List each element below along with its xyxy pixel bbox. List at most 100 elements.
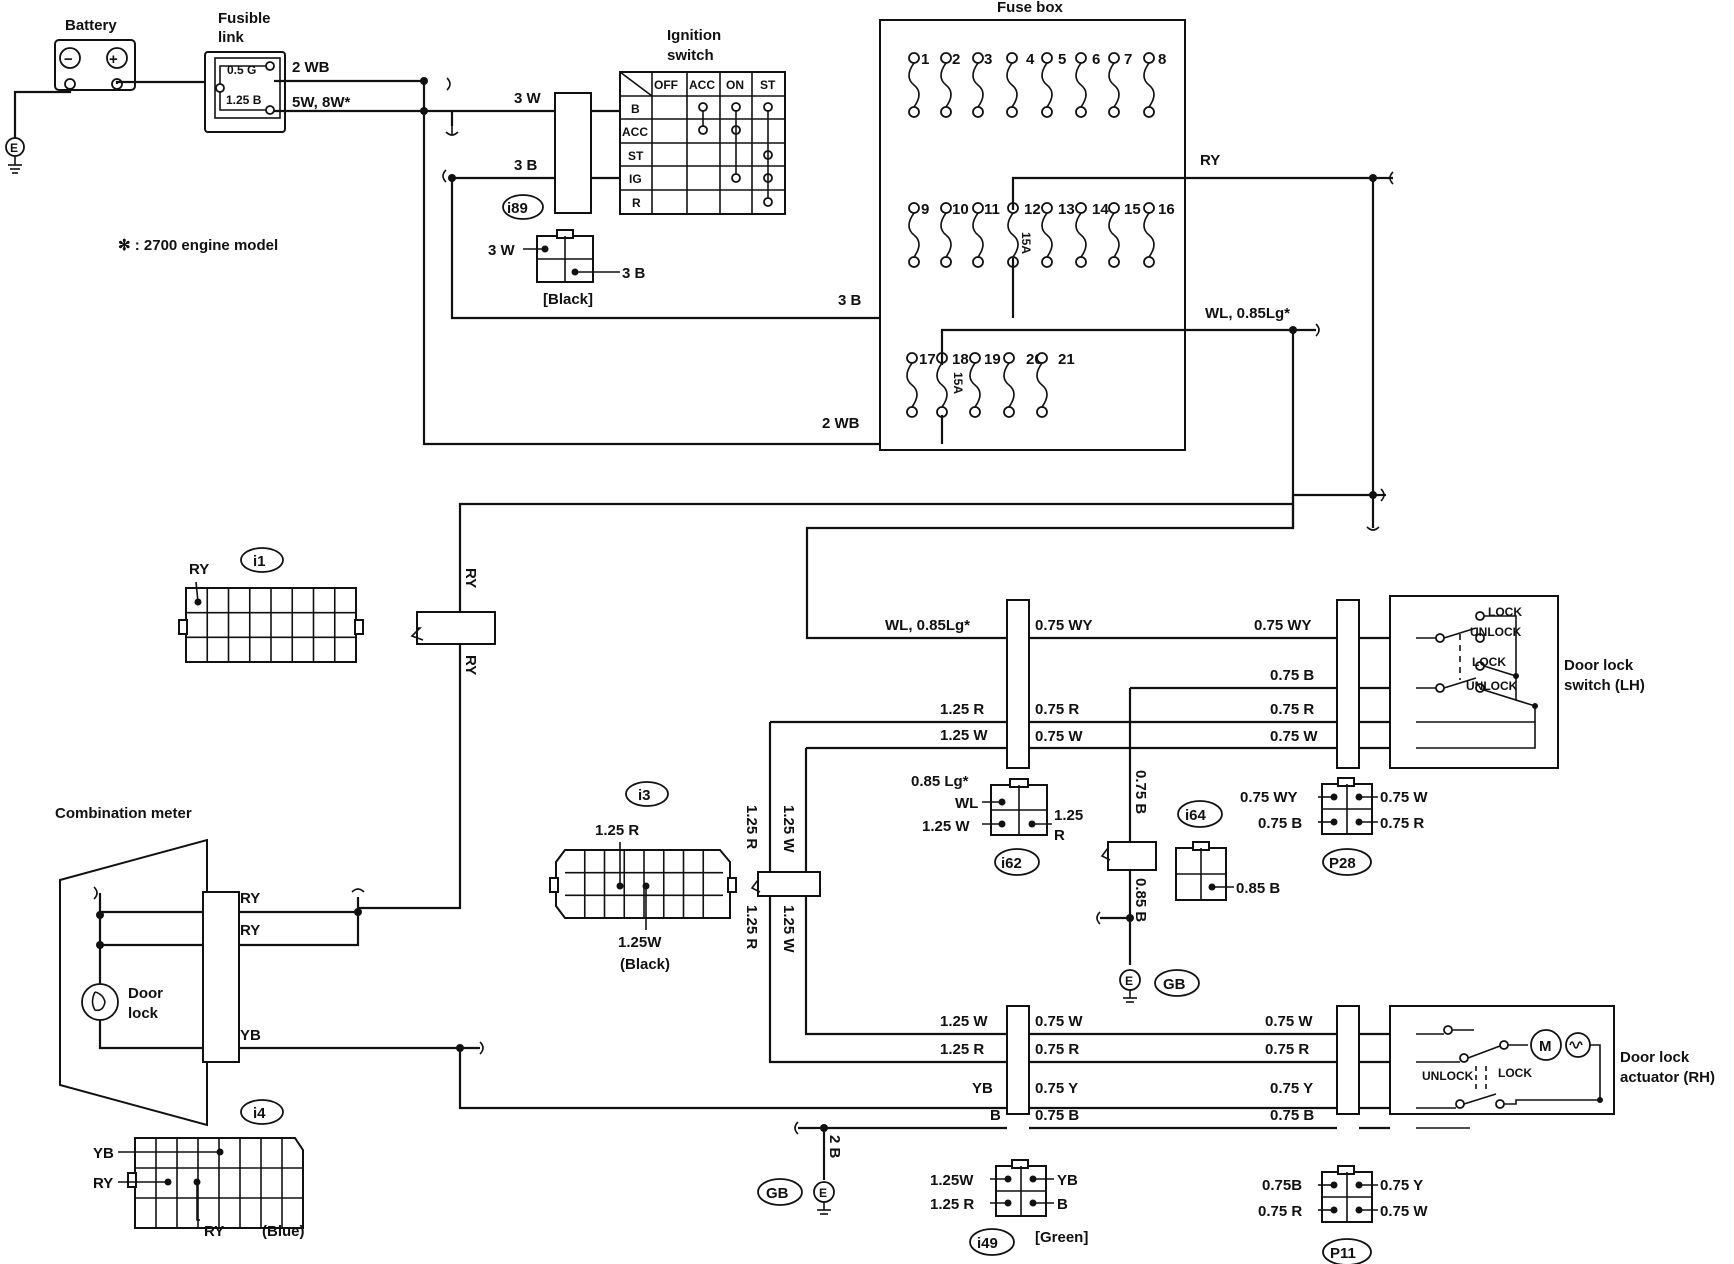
- fuse-15: [1108, 202, 1120, 268]
- svg-text:E: E: [10, 141, 18, 155]
- svg-text:2: 2: [952, 51, 960, 68]
- ignition-switch: Ignition switch OFF ACC ON ST B ACC ST I…: [619, 27, 786, 215]
- fuse-19: [969, 352, 981, 418]
- connector-p11: 0.75B 0.75 R 0.75 Y 0.75 W P11: [1258, 1165, 1428, 1264]
- connector-i49-bar: [1006, 1005, 1030, 1115]
- ignition-row-ig: IG: [629, 172, 642, 186]
- connector-i62-name: i62: [1001, 855, 1022, 872]
- wire-ry-vertical-2: RY: [462, 655, 479, 675]
- battery-plus: +: [109, 51, 118, 68]
- low-wire-075w-b: 0.75 W: [1265, 1013, 1313, 1030]
- low-wire-075y-b: 0.75 Y: [1270, 1080, 1313, 1097]
- low-wire-b: B: [990, 1107, 1001, 1124]
- switch-unlock-label-1: UNLOCK: [1470, 625, 1522, 639]
- connector-i49: 1.25W 1.25 R YB B i49 [Green]: [930, 1159, 1088, 1256]
- fuse-box-title: Fuse box: [997, 0, 1064, 16]
- ignition-title-1: Ignition: [667, 27, 721, 44]
- ignition-title-2: switch: [667, 47, 714, 64]
- wire-3b-lower: 3 B: [838, 292, 862, 309]
- mid-wire-v-125r-b: 1.25 R: [743, 905, 760, 949]
- connector-i89-color: [Black]: [543, 291, 593, 308]
- wire-2wb-top: 2 WB: [292, 59, 330, 76]
- connector-p28-l2: 0.75 B: [1258, 815, 1302, 832]
- connector-i49-l2: 1.25 R: [930, 1196, 974, 1213]
- svg-text:1: 1: [921, 51, 929, 68]
- svg-text:15: 15: [1124, 201, 1141, 218]
- fuse-6: [1075, 52, 1087, 118]
- connector-i62-p3: 1.25 W: [922, 818, 970, 835]
- fuse-3: [972, 52, 984, 118]
- connector-p11-bar: [1336, 1005, 1360, 1115]
- svg-text:12: 12: [1024, 201, 1041, 218]
- svg-text:8: 8: [1158, 51, 1166, 68]
- fusible-link-label-1: Fusible: [218, 10, 271, 27]
- svg-text:9: 9: [921, 201, 929, 218]
- fuse-18-rating: 15A: [951, 372, 965, 394]
- connector-i4-color: (Blue): [262, 1223, 305, 1240]
- svg-text:16: 16: [1158, 201, 1175, 218]
- fuse-16: [1143, 202, 1155, 268]
- connector-i62: 0.85 Lg* WL 1.25 W 1.25 R i62: [911, 773, 1083, 876]
- connector-i64-pin: 0.85 B: [1236, 880, 1280, 897]
- fuse-20: [1003, 352, 1015, 418]
- connector-i4-pin-ry-2: RY: [204, 1223, 224, 1240]
- fuse-elements: [906, 52, 1155, 418]
- mid-wire-l-r: 1.25 R: [940, 701, 984, 718]
- actuator-unlock-label: UNLOCK: [1422, 1069, 1474, 1083]
- connector-ry-splice: [416, 611, 496, 645]
- actuator-lock-label: LOCK: [1498, 1066, 1532, 1080]
- mid-wire-wl: WL, 0.85Lg*: [885, 617, 970, 634]
- door-lock-switch-title-1: Door lock: [1564, 657, 1634, 674]
- wire-2wb-lower: 2 WB: [822, 415, 860, 432]
- svg-text:10: 10: [952, 201, 969, 218]
- connector-i4: i4 YB RY RY (Blue): [93, 1099, 305, 1240]
- connector-i49-r1: YB: [1057, 1172, 1078, 1189]
- svg-text:5: 5: [1058, 51, 1066, 68]
- connector-p11-name: P11: [1330, 1245, 1356, 1262]
- svg-text:18: 18: [952, 351, 969, 368]
- fusible-link: Fusible link 0.5 G 1.25 B: [204, 10, 286, 133]
- connector-p28-bar: [1336, 599, 1360, 769]
- connector-i62-p1: 0.85 Lg*: [911, 773, 969, 790]
- connector-p11-l1: 0.75B: [1262, 1177, 1302, 1194]
- connector-i1: i1 RY: [178, 547, 364, 663]
- low-wire-v-2b: 2 B: [826, 1135, 843, 1159]
- low-wire-125r: 1.25 R: [940, 1041, 984, 1058]
- fusible-link-g-rating: 0.5 G: [227, 63, 256, 77]
- fuse-21: [1036, 352, 1048, 418]
- fuse-13: [1041, 202, 1053, 268]
- mid-wire-a-r: 0.75 R: [1035, 701, 1079, 718]
- mid-wire-v-125w-b: 1.25 W: [780, 905, 797, 953]
- fuse-1: [908, 52, 920, 118]
- mid-wire-l-w: 1.25 W: [940, 727, 988, 744]
- ignition-row-acc: ACC: [622, 125, 648, 139]
- door-lock-actuator-rh: M UNLOCK LOCK Door lock actuator (RH): [1389, 1005, 1715, 1129]
- connector-p11-r2: 0.75 W: [1380, 1203, 1428, 1220]
- svg-text:6: 6: [1092, 51, 1100, 68]
- connector-i62-bar: [1006, 599, 1030, 769]
- low-wire-yb: YB: [972, 1080, 993, 1097]
- wire-ry-top: RY: [1200, 152, 1220, 169]
- ground-gb-lower-label: GB: [766, 1185, 789, 1202]
- svg-text:17: 17: [919, 351, 936, 368]
- ground-gb-label: GB: [1163, 976, 1186, 993]
- connector-i3-name: i3: [638, 787, 651, 804]
- connector-i89-bar: [554, 92, 592, 214]
- connector-p28: 0.75 WY 0.75 B 0.75 W 0.75 R P28: [1240, 777, 1428, 876]
- wire-3b: 3 B: [514, 157, 538, 174]
- fuse-7: [1108, 52, 1120, 118]
- ignition-col-off: OFF: [654, 78, 678, 92]
- svg-text:E: E: [1125, 974, 1133, 988]
- fuse-9: [908, 202, 920, 268]
- svg-text:13: 13: [1058, 201, 1075, 218]
- fuse-2: [940, 52, 952, 118]
- connector-p28-r2: 0.75 R: [1380, 815, 1424, 832]
- svg-text:19: 19: [984, 351, 1001, 368]
- door-lock-actuator-title-2: actuator (RH): [1620, 1069, 1715, 1086]
- mid-wire-v-075b: 0.75 B: [1132, 770, 1149, 814]
- door-lock-actuator-title-1: Door lock: [1620, 1049, 1690, 1066]
- svg-text:E: E: [819, 1186, 827, 1200]
- ignition-row-st: ST: [628, 149, 644, 163]
- connector-p11-l2: 0.75 R: [1258, 1203, 1302, 1220]
